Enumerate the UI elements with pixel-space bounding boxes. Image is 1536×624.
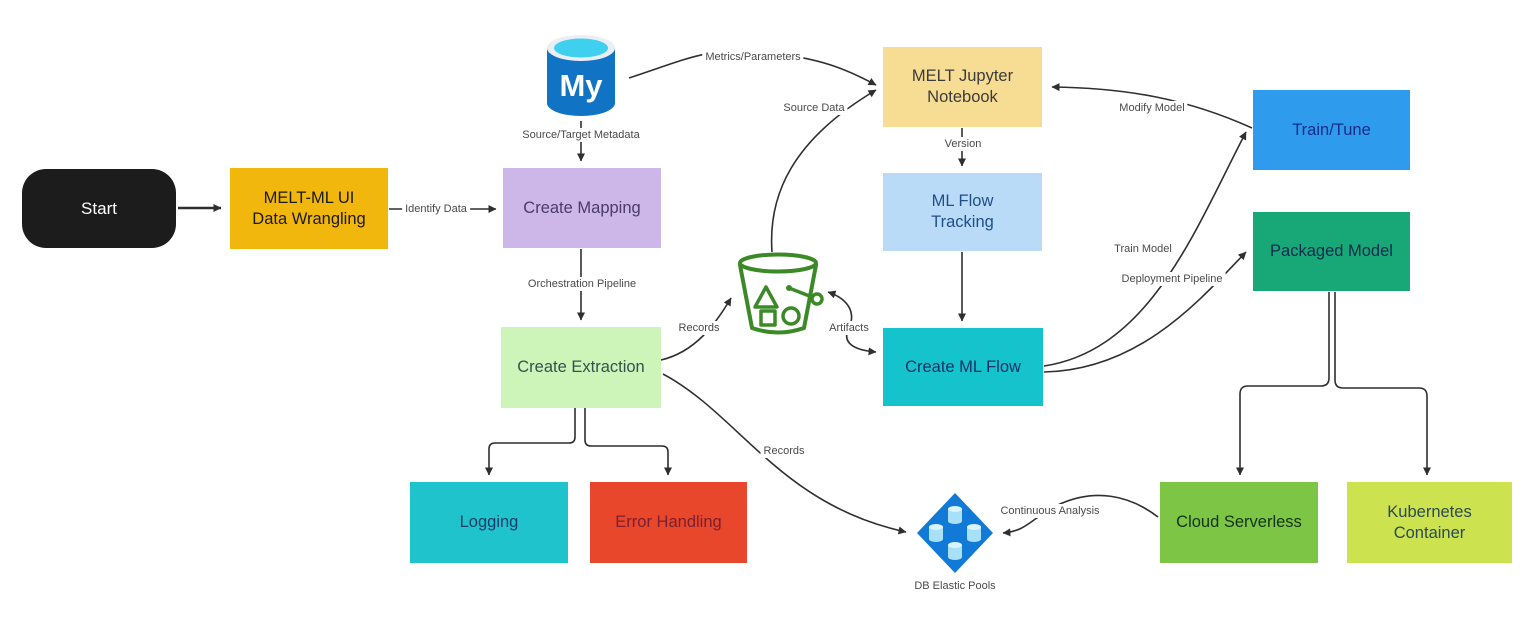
- node-cloud-serverless[interactable]: Cloud Serverless: [1160, 482, 1318, 563]
- node-create-mapping[interactable]: Create Mapping: [503, 168, 661, 248]
- node-packaged-model[interactable]: Packaged Model: [1253, 212, 1410, 291]
- edge-label-deployment-pipeline: Deployment Pipeline: [1118, 272, 1226, 286]
- node-melt-ml-ui-data-wrangling[interactable]: MELT-ML UI Data Wrangling: [230, 168, 388, 249]
- node-kubernetes-container[interactable]: Kubernetes Container: [1347, 482, 1512, 563]
- edge-extraction-to-dbpools-records: [662, 373, 907, 535]
- db-elastic-pools-caption: DB Elastic Pools: [914, 580, 996, 592]
- node-create-extraction[interactable]: Create Extraction: [501, 327, 661, 408]
- node-error-handling[interactable]: Error Handling: [590, 482, 747, 563]
- edge-label-identify-data: Identify Data: [402, 202, 470, 216]
- edge-label-modify-model: Modify Model: [1116, 101, 1188, 115]
- node-logging[interactable]: Logging: [410, 482, 568, 563]
- edge-label-metrics-parameters: Metrics/Parameters: [702, 50, 804, 64]
- edge-packaged-to-cloudserv: [1236, 292, 1330, 476]
- edge-label-continuous-analysis: Continuous Analysis: [997, 504, 1103, 518]
- edge-packaged-to-k8s: [1334, 292, 1431, 476]
- db-elastic-pools-icon[interactable]: [917, 493, 993, 573]
- edge-label-version: Version: [941, 137, 985, 151]
- edge-label-records-top: Records: [675, 321, 723, 335]
- storage-bucket-icon[interactable]: [738, 252, 824, 335]
- node-create-ml-flow[interactable]: Create ML Flow: [883, 328, 1043, 406]
- edge-label-artifacts: Artifacts: [826, 321, 872, 335]
- node-start[interactable]: Start: [22, 169, 176, 248]
- edge-label-records-bottom: Records: [760, 444, 808, 458]
- edge-bucket-to-jupyter-sourcedata: [770, 89, 877, 253]
- edge-label-source-data: Source Data: [780, 101, 848, 115]
- edge-label-train-model: Train Model: [1111, 242, 1175, 256]
- mysql-database-icon[interactable]: My: [547, 35, 615, 116]
- edge-cloudserv-to-dbpools-analysis: [1002, 494, 1159, 537]
- edge-label-orchestration-pipeline: Orchestration Pipeline: [524, 277, 640, 291]
- edge-label-source-target-metadata: Source/Target Metadata: [519, 128, 643, 142]
- node-ml-flow-tracking[interactable]: ML Flow Tracking: [883, 173, 1042, 251]
- edge-extraction-to-bucket-records: [660, 297, 732, 361]
- node-melt-jupyter-notebook[interactable]: MELT Jupyter Notebook: [883, 47, 1042, 127]
- edge-createmlflow-to-packaged: [1043, 251, 1247, 373]
- edge-extraction-to-error: [584, 408, 672, 476]
- node-train-tune[interactable]: Train/Tune: [1253, 90, 1410, 170]
- edge-traintune-to-jupyter-modify: [1051, 83, 1253, 129]
- mysql-logo-text: My: [559, 68, 603, 103]
- edge-extraction-to-logging: [485, 408, 576, 476]
